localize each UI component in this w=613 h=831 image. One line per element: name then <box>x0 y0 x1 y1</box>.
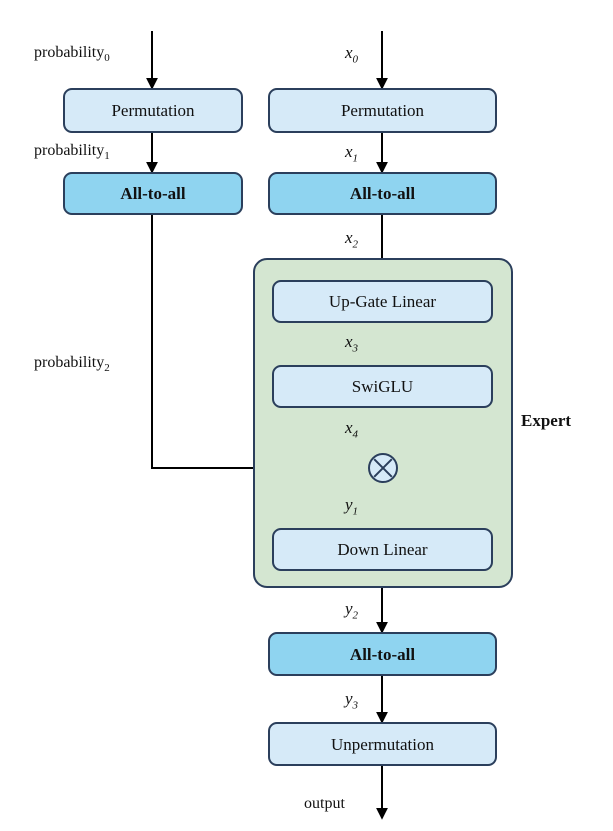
edge-label-x0: x0 <box>345 43 359 66</box>
block-swiglu[interactable]: SwiGLU <box>272 365 493 408</box>
block-label: Permutation <box>111 101 195 120</box>
edge-label-x3: x3 <box>345 332 359 355</box>
expert-group-label: Expert <box>521 411 572 430</box>
block-permutation-right[interactable]: Permutation <box>268 88 497 133</box>
block-permutation-left[interactable]: Permutation <box>63 88 243 133</box>
block-alltoall-left[interactable]: All-to-all <box>63 172 243 215</box>
edge-label-x2: x2 <box>345 228 359 251</box>
block-label: Permutation <box>340 101 425 120</box>
elementwise-multiply-icon[interactable] <box>368 453 398 483</box>
edge-label-output: output <box>304 795 345 812</box>
edge-label-y3: y3 <box>345 689 359 712</box>
edge-label-prob1: probability1 <box>34 142 110 163</box>
block-unpermutation[interactable]: Unpermutation <box>268 722 497 766</box>
edge-label-y1: y1 <box>345 495 359 518</box>
edge-label-x4: x4 <box>345 418 359 441</box>
edge-label-prob0: probability0 <box>34 44 110 65</box>
edge-label-prob2: probability2 <box>34 354 110 375</box>
block-up-gate-linear[interactable]: Up-Gate Linear <box>272 280 493 323</box>
block-label: All-to-all <box>349 184 416 203</box>
block-down-linear[interactable]: Down Linear <box>272 528 493 571</box>
block-label: All-to-all <box>120 184 186 203</box>
block-label: Up-Gate Linear <box>328 292 437 311</box>
block-label: Unpermutation <box>331 734 434 754</box>
block-label: Down Linear <box>337 540 428 559</box>
edge-label-x1: x1 <box>345 142 359 165</box>
block-alltoall-right[interactable]: All-to-all <box>268 172 497 215</box>
block-alltoall-bottom[interactable]: All-to-all <box>268 632 497 676</box>
block-label: SwiGLU <box>351 377 414 396</box>
edge-label-y2: y2 <box>345 599 359 622</box>
block-label: All-to-all <box>349 644 416 664</box>
